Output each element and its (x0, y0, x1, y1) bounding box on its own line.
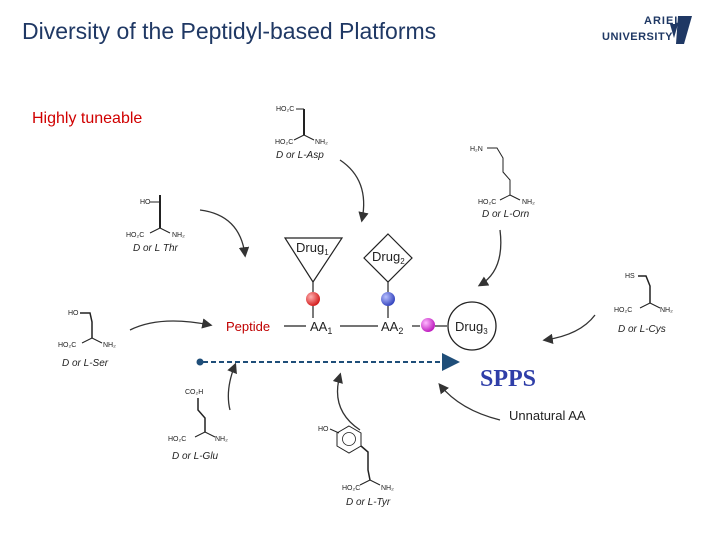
aa2-label: AA2 (381, 319, 403, 336)
aa1-label: AA1 (310, 319, 332, 336)
svg-text:HO₂C: HO₂C (478, 199, 496, 206)
molecule-ser: HO HO₂C NH₂ D or L-Ser (58, 310, 116, 369)
spps-arrow (196, 353, 460, 371)
logo-line2: UNIVERSITY (602, 31, 674, 43)
drug1-group: Drug1 (283, 237, 344, 318)
slide-title: Diversity of the Peptidyl-based Platform… (22, 18, 437, 44)
svg-text:HO₂C: HO₂C (276, 106, 294, 113)
orn-arrow (477, 229, 502, 287)
cys-arrow (542, 314, 596, 345)
drug1-label: Drug1 (296, 240, 329, 257)
svg-text:NH₂: NH₂ (660, 307, 673, 314)
svg-text:HO₂C: HO₂C (614, 307, 632, 314)
drug3-linker-bead (421, 318, 435, 332)
thr-arrow (199, 209, 250, 258)
university-logo: ARIEL UNIVERSITY (598, 14, 698, 48)
unnatural-arrow (438, 382, 501, 421)
svg-text:NH₂: NH₂ (103, 342, 116, 349)
svg-text:HO₂C: HO₂C (126, 232, 144, 239)
molecule-orn: H₂N HO₂C NH₂ D or L-Orn (470, 146, 535, 220)
asp-arrow (339, 159, 369, 223)
thr-label: D or L Thr (133, 243, 178, 254)
svg-text:NH₂: NH₂ (215, 436, 228, 443)
tyr-arrow (332, 372, 361, 431)
unnatural-aa-label: Unnatural AA (509, 408, 586, 423)
ser-arrow (129, 318, 213, 331)
svg-text:HO₂C: HO₂C (168, 436, 186, 443)
tyr-label: D or L-Tyr (346, 497, 391, 508)
cys-label: D or L-Cys (618, 324, 666, 335)
curved-arrows (129, 159, 596, 431)
svg-text:NH₂: NH₂ (315, 139, 328, 146)
spps-label: SPPS (480, 366, 536, 392)
svg-text:HO₂C: HO₂C (58, 342, 76, 349)
logo-mark-icon (670, 16, 692, 44)
svg-text:HO: HO (68, 310, 79, 317)
svg-text:H₂N: H₂N (470, 146, 483, 153)
peptide-chain: Peptide AA1 AA2 Drug3 (226, 301, 497, 351)
molecule-thr: HO HO₂C NH₂ D or L Thr (126, 195, 185, 254)
red-linker-bead (306, 292, 320, 306)
svg-text:HO: HO (318, 426, 329, 433)
molecule-asp: HO₂C HO₂C NH₂ D or L-Asp (275, 106, 328, 161)
blue-linker-bead (381, 292, 395, 306)
glu-label: D or L-Glu (172, 451, 219, 462)
svg-text:NH₂: NH₂ (381, 485, 394, 492)
slide-subtitle: Highly tuneable (32, 110, 143, 127)
molecule-tyr: HO HO₂C NH₂ D or L-Tyr (318, 425, 394, 508)
drug3-circle (447, 301, 497, 351)
svg-text:NH₂: NH₂ (172, 232, 185, 239)
molecule-cys: HS HO₂C NH₂ D or L-Cys (614, 273, 673, 335)
orn-label: D or L-Orn (482, 209, 530, 220)
asp-label: D or L-Asp (276, 150, 324, 161)
peptide-label: Peptide (226, 319, 270, 334)
ser-label: D or L-Ser (62, 358, 109, 369)
svg-text:NH₂: NH₂ (522, 199, 535, 206)
drug2-group: Drug2 (363, 233, 413, 318)
svg-text:HO: HO (140, 199, 151, 206)
svg-text:HS: HS (625, 273, 635, 280)
svg-text:CO₂H: CO₂H (185, 389, 203, 396)
drug3-label: Drug3 (455, 319, 488, 336)
drug2-label: Drug2 (372, 249, 405, 266)
svg-text:HO₂C: HO₂C (275, 139, 293, 146)
svg-text:HO₂C: HO₂C (342, 485, 360, 492)
molecule-glu: CO₂H HO₂C NH₂ D or L-Glu (168, 389, 228, 462)
logo-line1: ARIEL (644, 15, 682, 27)
glu-arrow (227, 362, 237, 411)
